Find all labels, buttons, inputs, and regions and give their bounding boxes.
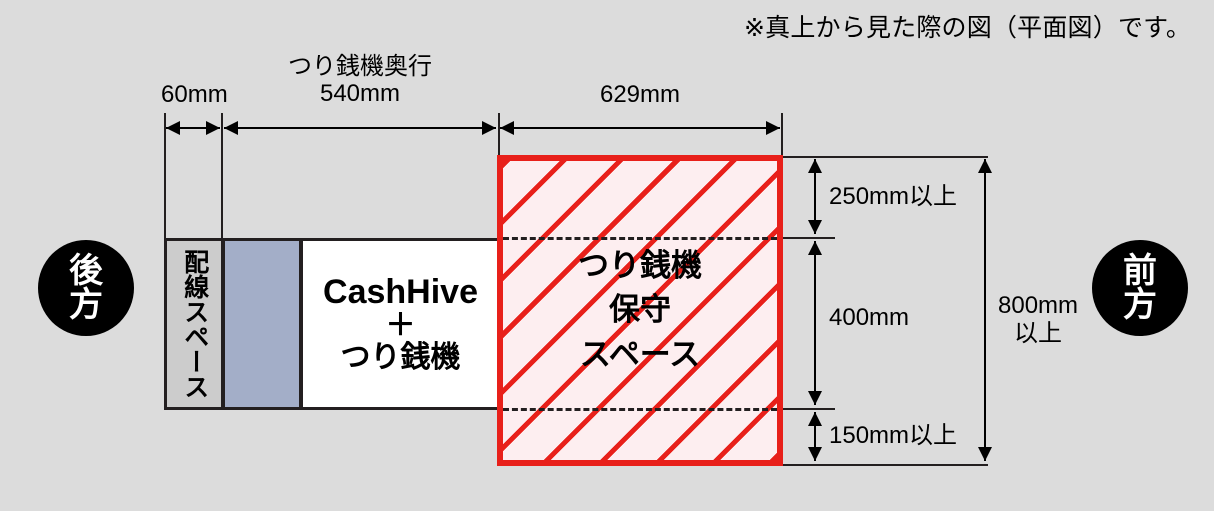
dimension-caption-changer-depth: つり銭機奥行 bbox=[288, 53, 432, 80]
leader-line-bottom bbox=[783, 464, 988, 466]
dimension-label-total: 800mm 以上 bbox=[998, 292, 1078, 347]
direction-marker-front-line2: 方 bbox=[1123, 285, 1157, 324]
guide-line-device-bottom bbox=[503, 408, 777, 411]
extension-line-device-right bbox=[498, 113, 500, 158]
direction-marker-rear: 後 方 bbox=[38, 240, 134, 336]
dimension-label-device-width: 400mm bbox=[829, 304, 910, 331]
dimension-arrow-top-clearance bbox=[808, 159, 822, 234]
extension-line-wiring-right bbox=[221, 113, 223, 241]
box-blue-block bbox=[222, 238, 302, 410]
direction-marker-front: 前 方 bbox=[1092, 240, 1188, 336]
dimension-label-total-line2: 以上 bbox=[1014, 319, 1063, 347]
leader-line-device-top bbox=[783, 237, 835, 239]
box-wiring-space: 配線スペース bbox=[164, 238, 224, 410]
plan-view-note: ※真上から見た際の図（平面図）です。 bbox=[744, 14, 1192, 42]
dimension-label-wiring: 60mm bbox=[161, 81, 228, 108]
direction-marker-front-line1: 前 bbox=[1123, 251, 1157, 290]
box-maintenance-line2: 保守 bbox=[609, 292, 671, 328]
dimension-arrow-wiring bbox=[166, 121, 220, 135]
dimension-arrow-device-width bbox=[808, 241, 822, 405]
box-device-line2: ＋ bbox=[385, 309, 416, 343]
dimension-arrow-total bbox=[978, 159, 992, 461]
dimension-arrow-changer-depth bbox=[224, 121, 496, 135]
box-device: CashHive ＋ つり銭機 bbox=[300, 238, 501, 410]
box-device-line1: CashHive bbox=[323, 273, 478, 312]
box-device-line3: つり銭機 bbox=[340, 341, 461, 375]
leader-line-top bbox=[783, 156, 988, 158]
leader-line-device-bottom bbox=[783, 408, 835, 410]
extension-line-maintenance-right bbox=[781, 113, 783, 158]
guide-line-device-top bbox=[503, 237, 777, 240]
dimension-label-bottom-clearance: 150mm以上 bbox=[829, 422, 958, 449]
extension-line-left bbox=[164, 113, 166, 241]
box-wiring-space-label: 配線スペース bbox=[180, 249, 209, 399]
box-maintenance-space: つり銭機 保守 スペース bbox=[497, 155, 783, 466]
box-maintenance-line1: つり銭機 bbox=[578, 248, 702, 284]
dimension-label-total-line1: 800mm bbox=[998, 292, 1079, 319]
dimension-label-changer-depth: つり銭機奥行 540mm bbox=[222, 53, 498, 108]
dimension-value-changer-depth: 540mm bbox=[319, 79, 401, 107]
dimension-arrow-maintenance bbox=[500, 121, 780, 135]
dimension-arrow-bottom-clearance bbox=[808, 412, 822, 461]
direction-marker-rear-line2: 方 bbox=[69, 285, 103, 324]
box-maintenance-line3: スペース bbox=[579, 336, 701, 372]
direction-marker-rear-line1: 後 bbox=[69, 251, 103, 290]
dimension-label-top-clearance: 250mm以上 bbox=[829, 183, 958, 210]
dimension-label-maintenance: 629mm bbox=[599, 81, 681, 108]
